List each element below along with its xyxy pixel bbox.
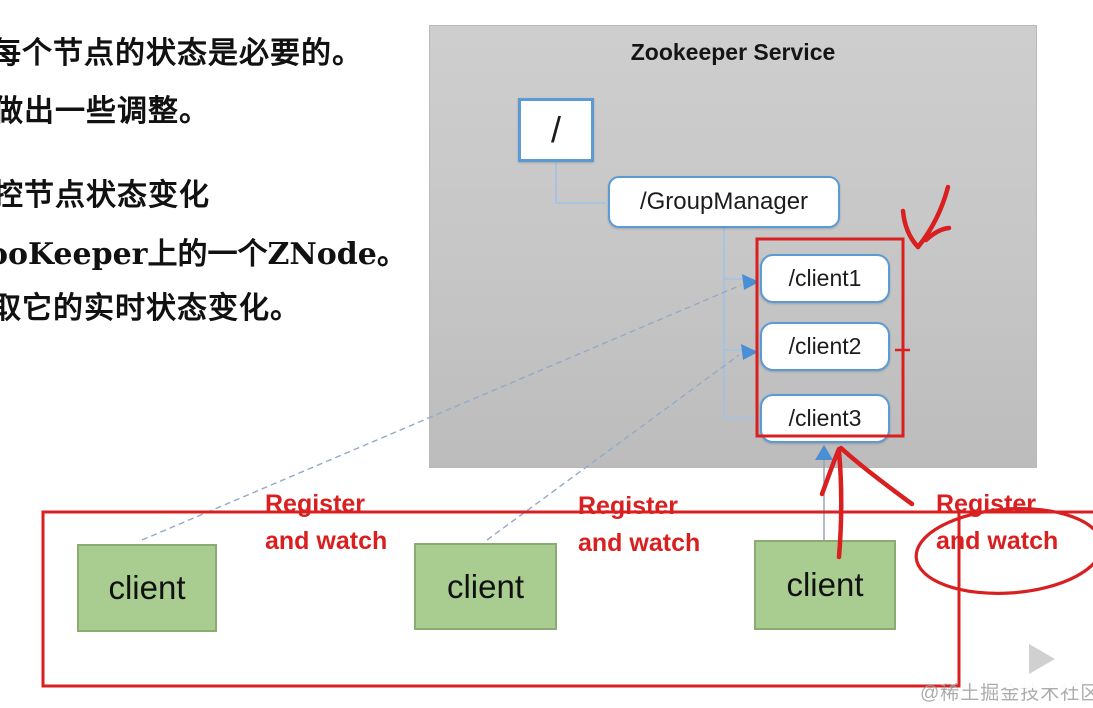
register-label-line2: and watch xyxy=(936,527,1059,555)
note-line-4: ooKeeper上的一个ZNode。 xyxy=(0,237,407,272)
register-label-line2: and watch xyxy=(578,529,701,557)
tv-play-icon xyxy=(995,610,1080,688)
note-line-5: 取它的实时状态变化。 xyxy=(0,292,301,325)
register-watch-label-1: Register and watch xyxy=(265,486,387,560)
register-label-line2: and watch xyxy=(265,527,388,555)
register-watch-label-2: Register and watch xyxy=(578,488,700,562)
note-line-2: 做出一些调整。 xyxy=(0,95,210,128)
register-label-line1: Register xyxy=(578,492,679,520)
zookeeper-service-title: Zookeeper Service xyxy=(630,39,836,65)
znode-client2: /client2 xyxy=(760,322,890,371)
client-box-2: client xyxy=(414,543,557,630)
register-label-line1: Register xyxy=(936,490,1037,518)
znode-client3: /client3 xyxy=(760,394,890,443)
register-watch-label-3: Register and watch xyxy=(936,486,1058,560)
client-box-1: client xyxy=(77,544,217,632)
register-label-line1: Register xyxy=(265,490,366,518)
note-line-3: 控节点状态变化 xyxy=(0,179,210,212)
znode-root: / xyxy=(518,98,594,162)
client-box-3: client xyxy=(754,540,896,630)
watermark-text: @稀土掘金技术社区 xyxy=(920,683,1093,704)
znode-client1: /client1 xyxy=(760,254,890,303)
play-triangle-icon xyxy=(1029,644,1055,674)
zookeeper-service-panel xyxy=(429,25,1037,468)
note-line-1: 每个节点的状态是必要的。 xyxy=(0,37,363,70)
znode-group-manager: /GroupManager xyxy=(608,176,840,228)
